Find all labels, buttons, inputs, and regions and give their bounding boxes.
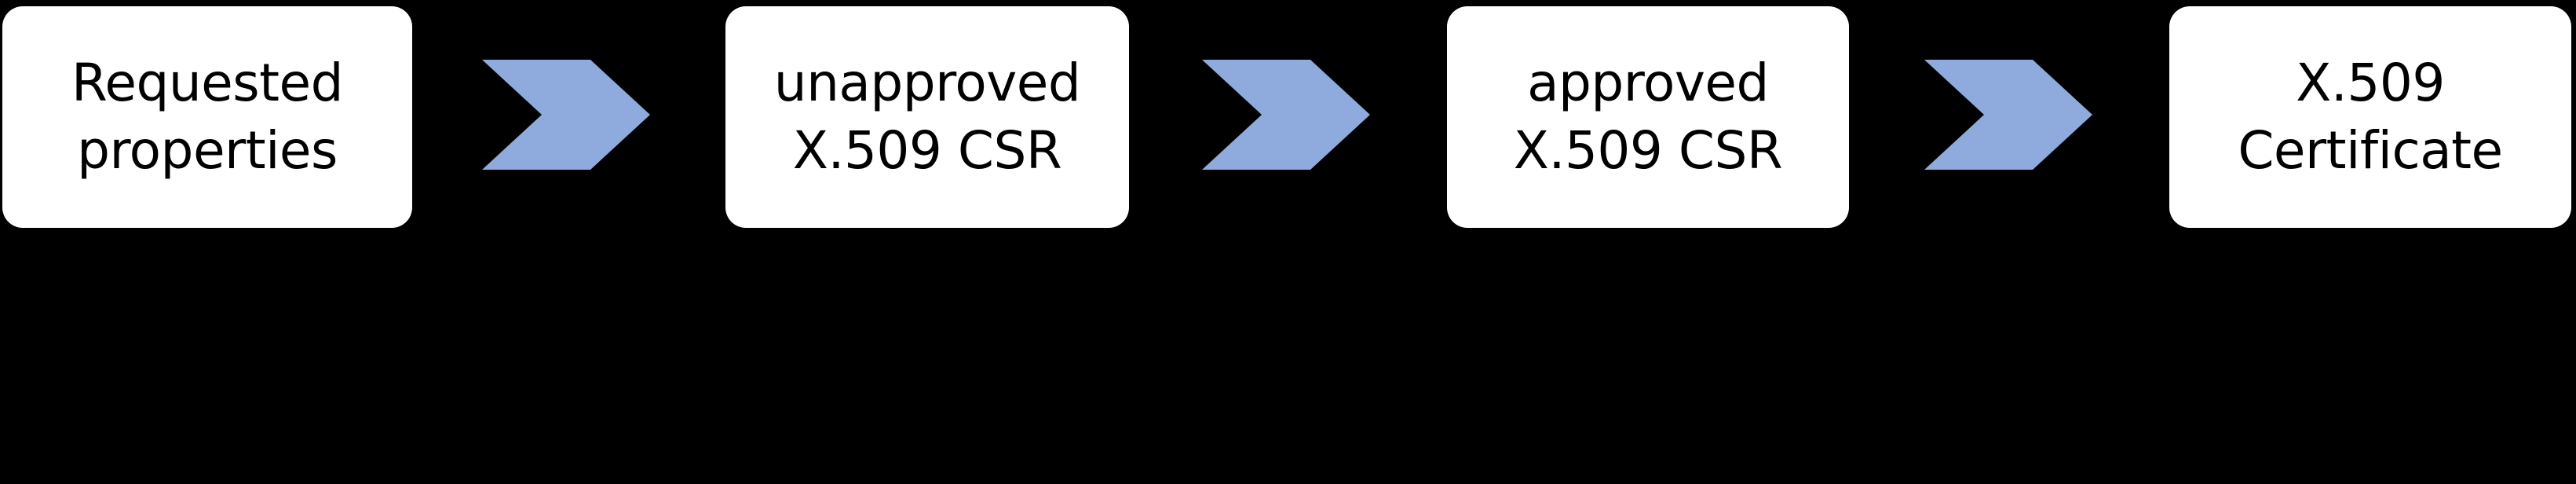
chevron-right-icon <box>1924 60 2092 170</box>
node-label-line-1: approved <box>1527 53 1769 114</box>
node-label-line-1: Requested <box>71 53 344 114</box>
process-node-unapproved-csr[interactable]: unapproved X.509 CSR <box>725 6 1129 228</box>
chevron-right-icon <box>1202 60 1370 170</box>
node-label-line-2: Certificate <box>2238 120 2503 181</box>
chevron-right-icon <box>482 60 650 170</box>
node-label-line-2: properties <box>77 120 338 181</box>
process-node-requested-properties[interactable]: Requested properties <box>2 6 412 228</box>
node-label-line-1: X.509 <box>2296 53 2445 114</box>
process-node-approved-csr[interactable]: approved X.509 CSR <box>1447 6 1849 228</box>
node-label-line-2: X.509 CSR <box>792 120 1062 181</box>
node-label-line-1: unapproved <box>773 53 1081 114</box>
node-label-line-2: X.509 CSR <box>1513 120 1783 181</box>
process-node-x509-certificate[interactable]: X.509 Certificate <box>2169 6 2571 228</box>
